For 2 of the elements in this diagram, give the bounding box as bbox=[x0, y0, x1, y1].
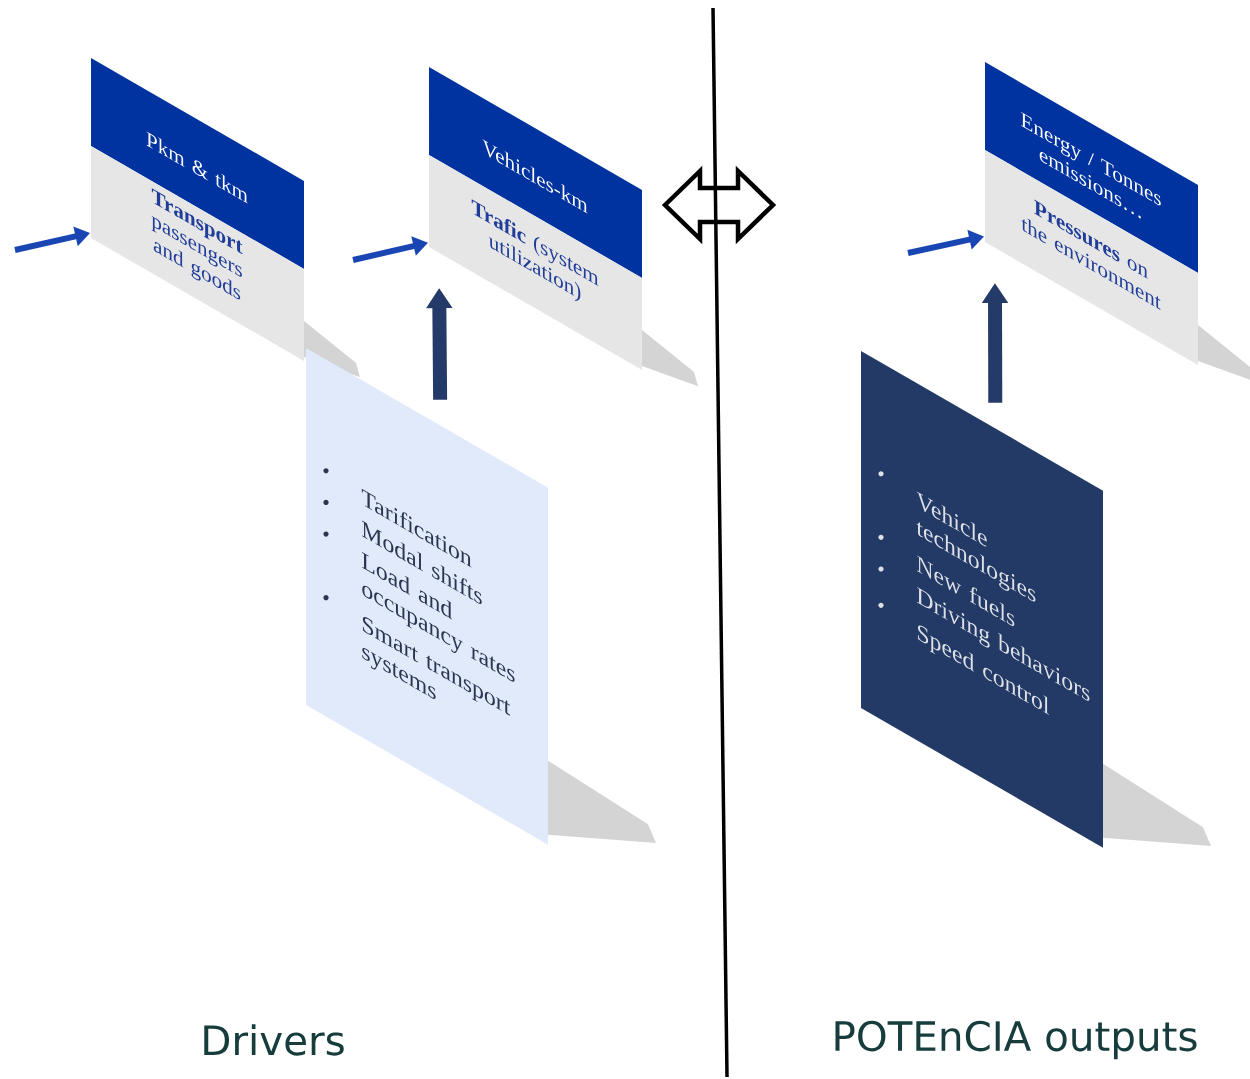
section-label: POTEnCIA outputs bbox=[835, 1020, 1197, 1060]
section-label: Drivers bbox=[204, 1024, 344, 1056]
